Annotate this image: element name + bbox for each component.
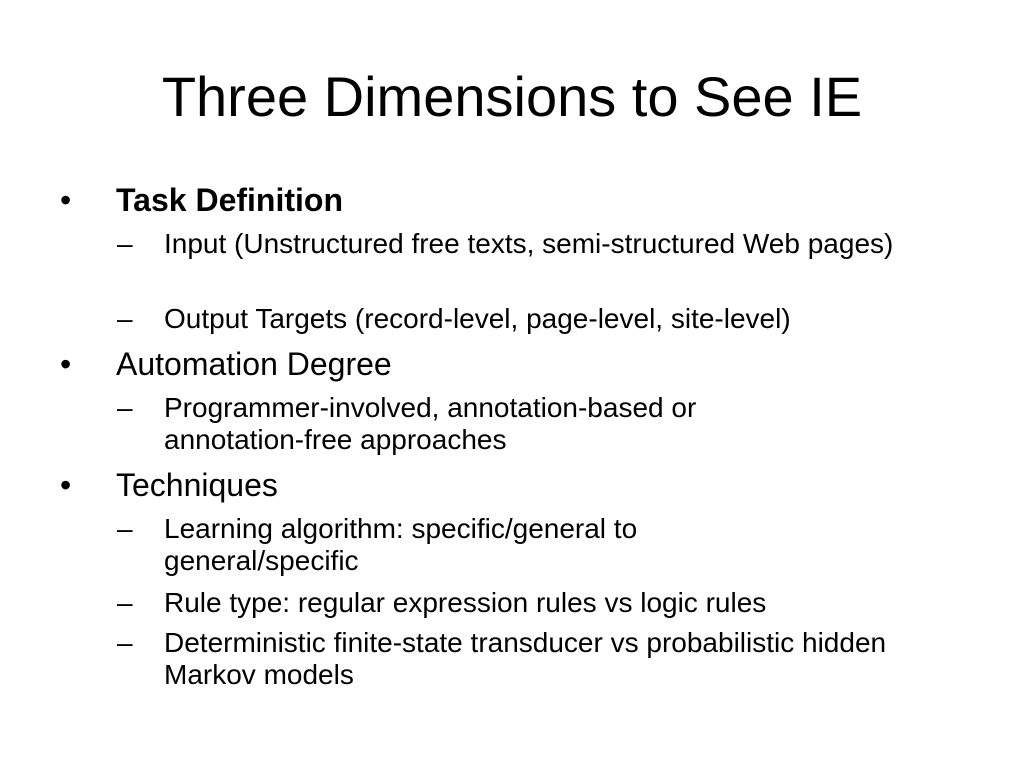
sub-item-text: Deterministic finite-state transducer vs… (164, 627, 887, 690)
dash-icon: – (117, 392, 133, 423)
slide-title: Three Dimensions to See IE (161, 65, 863, 128)
dash-icon: – (117, 627, 133, 658)
bullet-text: Automation Degree (116, 346, 392, 382)
sub-item-text: Rule type: regular expression rules vs l… (164, 587, 767, 618)
bullet-icon: • (60, 467, 72, 503)
sub-item-text: Output Targets (record-level, page-level… (164, 303, 791, 334)
bullet-text: Techniques (116, 467, 278, 503)
bullet-icon: • (60, 182, 72, 218)
dash-icon: – (117, 513, 133, 544)
bullet-icon: • (60, 346, 72, 382)
dash-icon: – (117, 303, 133, 334)
sub-item-text: Programmer-involved, annotation-based or… (164, 392, 697, 455)
bullet-text: Task Definition (116, 182, 343, 218)
dash-icon: – (117, 228, 133, 259)
dash-icon: – (117, 587, 133, 618)
sub-item-text: Input (Unstructured free texts, semi-str… (164, 228, 894, 259)
sub-item-text: Learning algorithm: specific/general to … (164, 513, 638, 576)
